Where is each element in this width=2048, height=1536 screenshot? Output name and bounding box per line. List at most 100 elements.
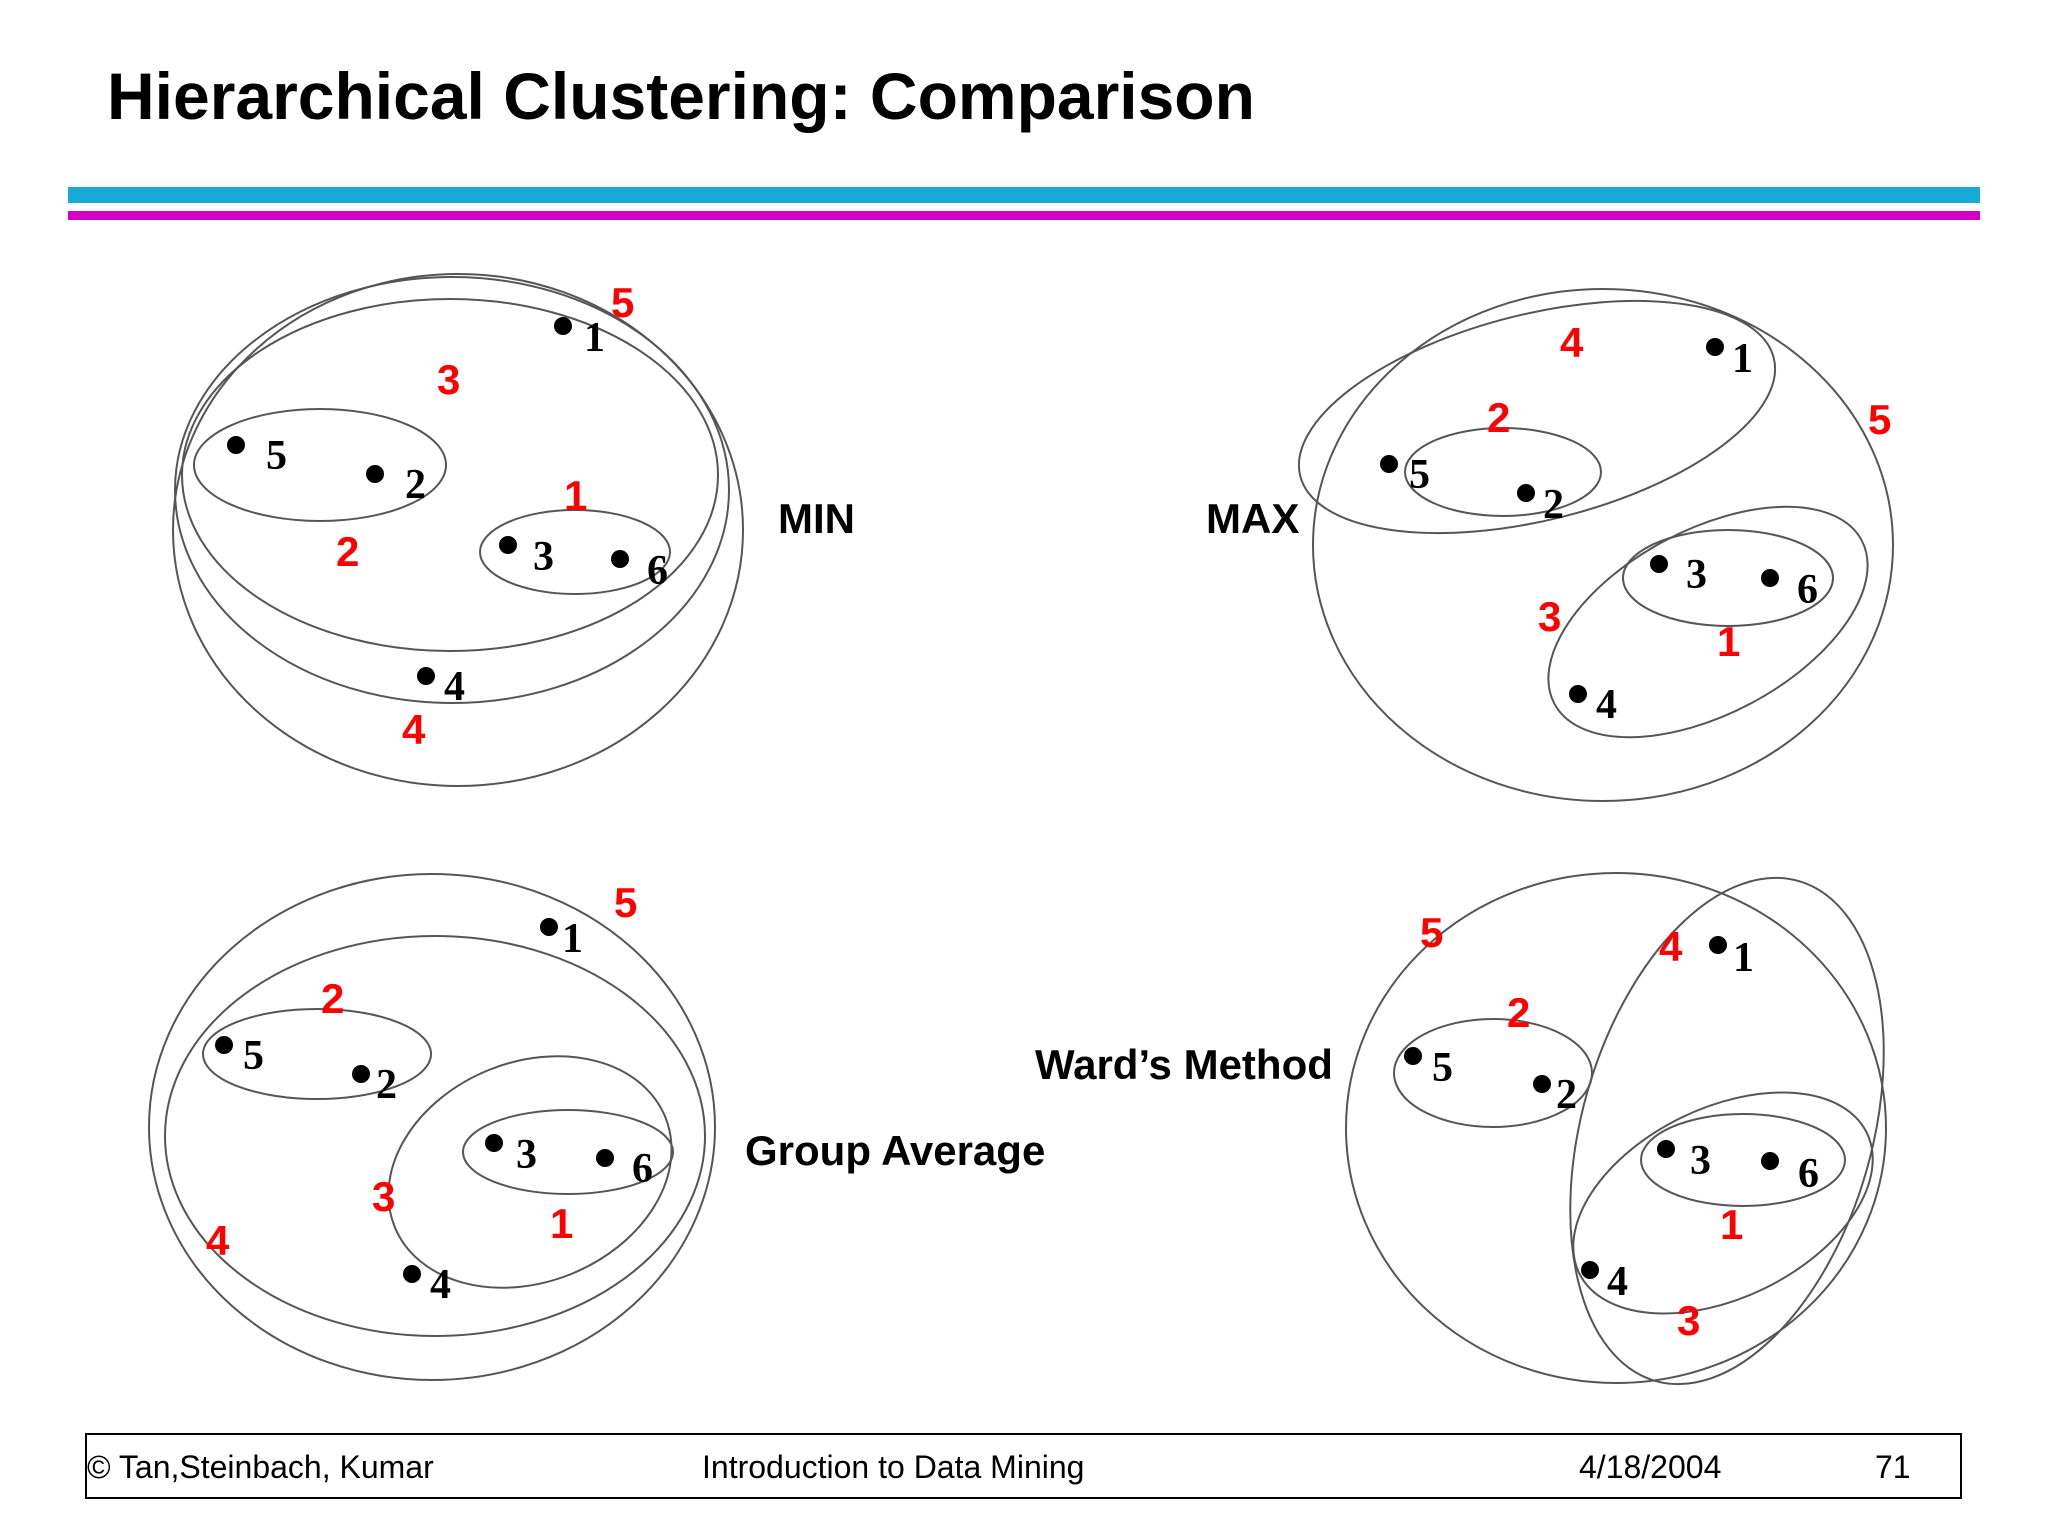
cluster-ellipse — [1404, 427, 1602, 517]
merge-order-label: 1 — [1717, 618, 1740, 665]
data-point — [1533, 1075, 1551, 1093]
merge-order-label: 3 — [372, 1173, 395, 1220]
data-point — [227, 436, 245, 454]
data-point — [1657, 1140, 1675, 1158]
data-point — [417, 667, 435, 685]
point-label: 1 — [1732, 336, 1753, 382]
slide-title: Hierarchical Clustering: Comparison — [107, 59, 1255, 133]
point-label: 3 — [516, 1132, 537, 1178]
merge-order-label: 2 — [336, 528, 359, 575]
data-point — [1569, 685, 1587, 703]
cluster-ellipse — [1622, 529, 1834, 627]
point-label: 4 — [1607, 1259, 1628, 1305]
footer-date: 4/18/2004 — [1579, 1449, 1722, 1485]
data-point — [499, 536, 517, 554]
panel-wards-method: 1 5 2 3 6 4 1 2 3 4 5 Ward’s Method — [1035, 872, 1887, 1386]
footer-course-title: Introduction to Data Mining — [702, 1449, 1085, 1485]
data-point — [403, 1265, 421, 1283]
data-point — [1380, 455, 1398, 473]
merge-order-label: 5 — [1868, 396, 1891, 443]
cluster-ellipse — [1640, 1113, 1846, 1207]
data-point — [352, 1065, 370, 1083]
method-label: Ward’s Method — [1035, 1041, 1333, 1088]
point-label: 3 — [1690, 1138, 1711, 1184]
point-label: 1 — [562, 916, 583, 962]
merge-order-label: 1 — [564, 472, 587, 519]
cluster-ellipse — [1547, 505, 1869, 739]
data-point — [611, 550, 629, 568]
cluster-ellipse — [462, 1109, 674, 1195]
merge-order-label: 4 — [1560, 319, 1584, 366]
cluster-ellipse — [174, 276, 730, 704]
data-point — [1761, 569, 1779, 587]
cluster-ellipse — [193, 408, 447, 522]
cluster-ellipse — [1393, 1018, 1593, 1128]
merge-order-label: 5 — [614, 879, 637, 926]
point-label: 5 — [266, 433, 287, 479]
data-point — [1404, 1047, 1422, 1065]
merge-order-label: 4 — [206, 1217, 230, 1264]
merge-order-label: 2 — [321, 975, 344, 1022]
data-point — [540, 918, 558, 936]
data-point — [596, 1149, 614, 1167]
point-label: 6 — [632, 1146, 653, 1192]
point-label: 1 — [584, 315, 605, 361]
merge-order-label: 5 — [1420, 909, 1443, 956]
merge-order-label: 3 — [437, 356, 460, 403]
merge-order-label: 4 — [402, 706, 426, 753]
point-label: 2 — [405, 462, 426, 508]
point-label: 5 — [1432, 1045, 1453, 1091]
method-label: Group Average — [745, 1127, 1045, 1174]
data-point — [485, 1134, 503, 1152]
point-label: 6 — [647, 548, 668, 594]
panel-min: 1 5 2 3 6 4 1 2 3 4 5 MIN — [172, 273, 855, 787]
title-rule-cyan — [68, 187, 1980, 203]
cluster-ellipse — [1312, 288, 1894, 802]
method-label: MIN — [778, 495, 855, 542]
point-label: 2 — [1543, 482, 1564, 528]
merge-order-label: 1 — [550, 1200, 573, 1247]
data-point — [1650, 555, 1668, 573]
point-label: 1 — [1733, 935, 1754, 981]
data-point — [554, 317, 572, 335]
panel-max: 1 5 2 3 6 4 1 2 3 4 5 MAX — [1206, 288, 1894, 802]
cluster-ellipse — [164, 935, 706, 1337]
merge-order-label: 4 — [1659, 923, 1683, 970]
footer-copyright: © Tan,Steinbach, Kumar — [87, 1449, 434, 1485]
data-point — [1709, 936, 1727, 954]
cluster-ellipse — [1297, 299, 1777, 535]
method-label: MAX — [1206, 495, 1299, 542]
point-label: 2 — [376, 1062, 397, 1108]
point-label: 2 — [1556, 1072, 1577, 1118]
point-label: 6 — [1797, 567, 1818, 613]
cluster-ellipse — [387, 1055, 673, 1289]
merge-order-label: 2 — [1507, 989, 1530, 1036]
point-label: 6 — [1798, 1151, 1819, 1197]
data-point — [1581, 1261, 1599, 1279]
point-label: 4 — [430, 1262, 451, 1308]
cluster-ellipse — [1569, 876, 1885, 1386]
footer-page-number: 71 — [1875, 1449, 1911, 1485]
cluster-ellipse — [148, 873, 716, 1381]
title-rule-magenta — [68, 211, 1980, 220]
point-label: 5 — [243, 1033, 264, 1079]
slide-footer: © Tan,Steinbach, Kumar Introduction to D… — [85, 1433, 1962, 1499]
merge-order-label: 5 — [611, 279, 634, 326]
point-label: 5 — [1409, 452, 1430, 498]
point-label: 4 — [444, 664, 465, 710]
point-label: 3 — [533, 534, 554, 580]
merge-order-label: 3 — [1677, 1297, 1700, 1344]
cluster-ellipse — [1345, 872, 1887, 1384]
merge-order-label: 2 — [1487, 394, 1510, 441]
cluster-ellipse — [479, 509, 671, 595]
point-label: 4 — [1596, 682, 1617, 728]
data-point — [215, 1036, 233, 1054]
data-point — [1517, 484, 1535, 502]
cluster-ellipse — [181, 298, 719, 652]
cluster-ellipse — [202, 1008, 432, 1100]
data-point — [1761, 1152, 1779, 1170]
point-label: 3 — [1686, 552, 1707, 598]
data-point — [1706, 338, 1724, 356]
cluster-ellipse — [1572, 1091, 1874, 1315]
panel-group-average: 1 5 2 3 6 4 1 2 3 4 5 Group Average — [148, 873, 1045, 1381]
